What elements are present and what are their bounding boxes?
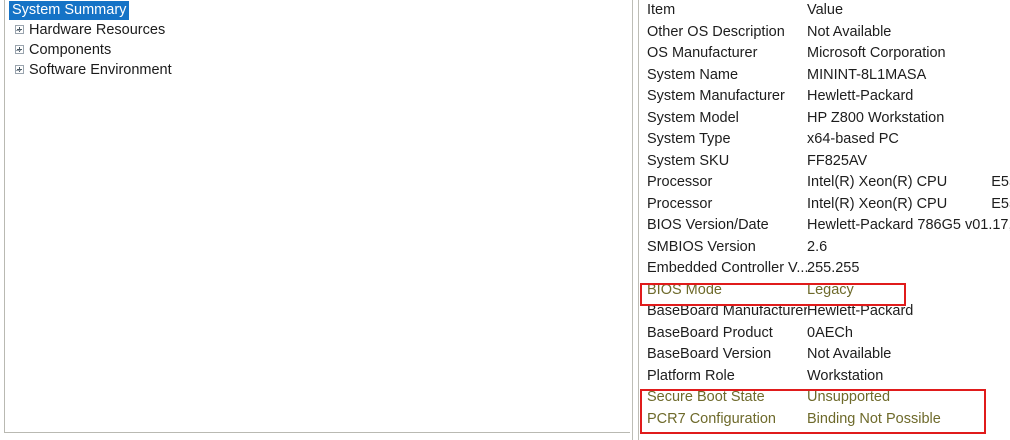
detail-value-main: Intel(R) Xeon(R) CPU xyxy=(807,174,948,190)
detail-value-suffix: E5506 xyxy=(991,174,1010,190)
detail-item-label: BaseBoard Version xyxy=(647,346,772,362)
detail-item-label: PCR7 Configuration xyxy=(647,410,776,427)
detail-item-value: Hewlett-Packard 786G5 v01.17, 8/ xyxy=(807,217,1010,233)
column-header-item[interactable]: Item xyxy=(647,2,676,18)
detail-row[interactable]: Processor Intel(R) Xeon(R) CPU E5506 xyxy=(639,172,1010,194)
tree-item-hardware-resources[interactable]: Hardware Resources xyxy=(5,20,630,40)
tree-item-system-summary-label: System Summary xyxy=(9,1,130,20)
detail-item-label: Other OS Description xyxy=(647,23,785,40)
tree-item-hardware-resources-label: Hardware Resources xyxy=(29,22,166,39)
detail-row[interactable]: BaseBoard Version Not Available xyxy=(639,344,1010,366)
tree-item-system-summary[interactable]: System Summary xyxy=(5,0,630,20)
detail-item-label: System Manufacturer xyxy=(647,88,785,104)
detail-row-pcr7-configuration[interactable]: PCR7 Configuration Binding Not Possible xyxy=(639,409,1010,431)
detail-item-value: Hewlett-Packard xyxy=(807,303,914,319)
detail-row[interactable]: BaseBoard Manufacturer Hewlett-Packard xyxy=(639,301,1010,323)
navigation-tree-panel: System Summary Hardware Resources Compon… xyxy=(4,0,630,433)
detail-item-value: 255.255 xyxy=(807,260,860,276)
detail-item-value: Legacy xyxy=(807,281,854,298)
tree-connector-line xyxy=(16,50,21,51)
detail-value-suffix: E5506 xyxy=(991,195,1010,212)
detail-item-label: Embedded Controller V... xyxy=(647,260,807,276)
detail-row-secure-boot-state[interactable]: Secure Boot State Unsupported xyxy=(639,387,1010,409)
detail-row[interactable]: BaseBoard Product 0AECh xyxy=(639,323,1010,345)
detail-row[interactable]: Other OS Description Not Available xyxy=(639,22,1010,44)
tree-item-components-label: Components xyxy=(29,42,112,59)
detail-item-label: Processor xyxy=(647,174,713,190)
detail-item-value: FF825AV xyxy=(807,152,868,169)
detail-column-header: Item Value xyxy=(639,0,1010,22)
expand-plus-icon[interactable] xyxy=(15,64,24,74)
detail-item-value: Intel(R) Xeon(R) CPU E5506 xyxy=(807,172,1010,194)
detail-item-label: BIOS Mode xyxy=(647,281,722,298)
column-header-value[interactable]: Value xyxy=(807,2,844,18)
detail-item-label: Secure Boot State xyxy=(647,389,765,405)
detail-item-label: Processor xyxy=(647,195,713,212)
detail-row[interactable]: Embedded Controller V... 255.255 xyxy=(639,258,1010,280)
detail-row[interactable]: System Model HP Z800 Workstation xyxy=(639,108,1010,130)
detail-row[interactable]: System Manufacturer Hewlett-Packard xyxy=(639,86,1010,108)
detail-item-value: Not Available xyxy=(807,346,892,362)
detail-row[interactable]: System Name MININT-8L1MASA xyxy=(639,65,1010,87)
detail-item-label: System Type xyxy=(647,131,731,147)
panel-divider-right[interactable] xyxy=(638,0,639,440)
detail-item-value: Unsupported xyxy=(807,389,891,405)
detail-item-value: Workstation xyxy=(807,367,884,384)
detail-item-value: 0AECh xyxy=(807,324,853,341)
detail-item-value: HP Z800 Workstation xyxy=(807,109,945,126)
detail-item-label: System SKU xyxy=(647,152,730,169)
tree-item-components[interactable]: Components xyxy=(5,40,630,60)
detail-item-value: Not Available xyxy=(807,23,892,40)
detail-row[interactable]: SMBIOS Version 2.6 xyxy=(639,237,1010,259)
detail-value-main: Intel(R) Xeon(R) CPU xyxy=(807,195,948,212)
tree-item-software-environment-label: Software Environment xyxy=(29,62,172,79)
panel-divider-left xyxy=(632,0,633,440)
detail-row[interactable]: System SKU FF825AV xyxy=(639,151,1010,173)
expand-plus-icon[interactable] xyxy=(15,24,24,34)
detail-row-bios-mode[interactable]: BIOS Mode Legacy xyxy=(639,280,1010,302)
detail-item-label: OS Manufacturer xyxy=(647,45,758,61)
detail-item-value: Intel(R) Xeon(R) CPU E5506 xyxy=(807,194,1010,216)
detail-item-value: Hewlett-Packard xyxy=(807,88,914,104)
tree-item-software-environment[interactable]: Software Environment xyxy=(5,60,630,80)
detail-row[interactable]: OS Manufacturer Microsoft Corporation xyxy=(639,43,1010,65)
detail-item-label: System Model xyxy=(647,109,739,126)
detail-item-label: SMBIOS Version xyxy=(647,238,756,255)
detail-item-label: BIOS Version/Date xyxy=(647,217,769,233)
detail-row[interactable]: Processor Intel(R) Xeon(R) CPU E5506 xyxy=(639,194,1010,216)
system-summary-detail-list: Item Value Other OS Description Not Avai… xyxy=(639,0,1010,440)
detail-item-value: 2.6 xyxy=(807,238,828,255)
detail-item-value: MININT-8L1MASA xyxy=(807,66,927,83)
detail-row[interactable]: System Type x64-based PC xyxy=(639,129,1010,151)
detail-item-label: Platform Role xyxy=(647,367,735,384)
tree-connector-line xyxy=(16,30,21,31)
detail-item-label: BaseBoard Product xyxy=(647,324,773,341)
expand-plus-icon[interactable] xyxy=(15,44,24,54)
detail-item-value: x64-based PC xyxy=(807,131,899,147)
detail-item-value: Microsoft Corporation xyxy=(807,45,946,61)
detail-row[interactable]: BIOS Version/Date Hewlett-Packard 786G5 … xyxy=(639,215,1010,237)
detail-item-value: Binding Not Possible xyxy=(807,410,941,427)
detail-item-label: BaseBoard Manufacturer xyxy=(647,303,807,319)
detail-row[interactable]: Platform Role Workstation xyxy=(639,366,1010,388)
tree-connector-line xyxy=(16,70,21,71)
detail-item-label: System Name xyxy=(647,66,739,83)
